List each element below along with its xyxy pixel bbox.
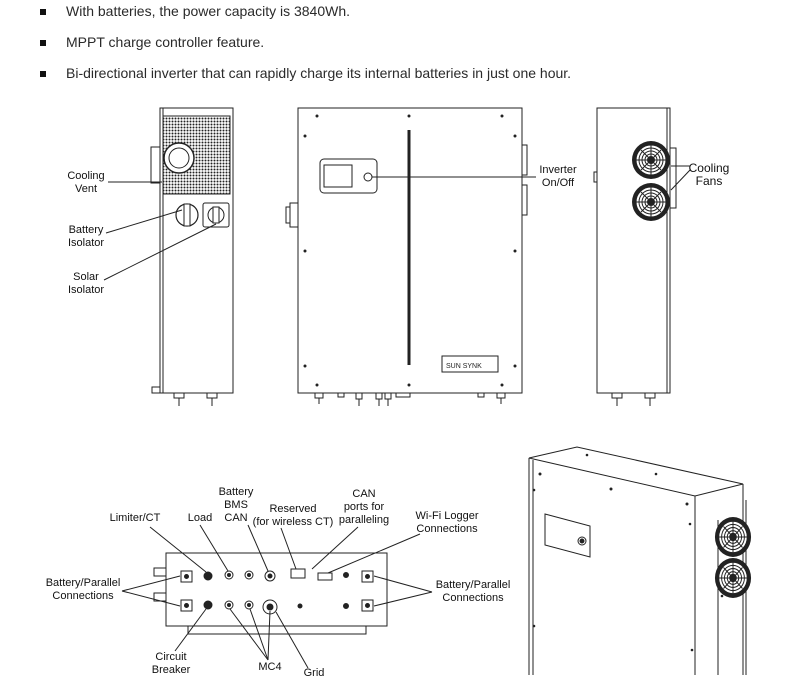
reserved-label: Reserved(for wireless CT) [252, 503, 334, 528]
bullet-bidirectional: Bi-directional inverter that can rapidly… [39, 65, 572, 81]
brand-logo: SUN SYNK [446, 363, 482, 370]
grid-label: Grid [303, 667, 325, 679]
mc4-label: MC4 [258, 661, 282, 673]
iso-fan-top-icon [714, 516, 752, 558]
front-view-drawing [285, 107, 536, 406]
limiter-ct-label: Limiter/CT [109, 512, 161, 524]
isometric-view-drawing [528, 446, 747, 675]
cooling-fan-top-icon [631, 140, 671, 180]
bullet-mppt: MPPT charge controller feature. [39, 34, 265, 50]
cooling-fan-bottom-icon [631, 182, 671, 222]
load-label: Load [187, 512, 213, 524]
bullet-capacity: With batteries, the power capacity is 38… [39, 3, 351, 19]
iso-fan-bottom-icon [714, 557, 752, 599]
side-view-drawing [103, 107, 234, 406]
bottom-view-drawing [121, 524, 433, 669]
